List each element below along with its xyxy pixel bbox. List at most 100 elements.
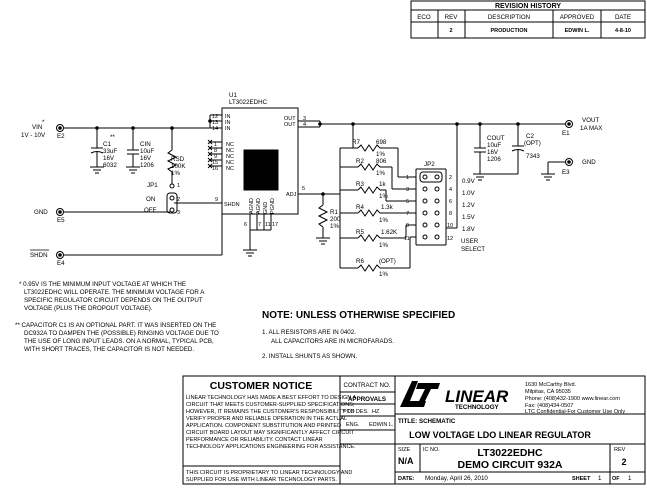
svg-text:**: ** — [110, 134, 115, 141]
rev-row-rev: 2 — [449, 28, 452, 34]
svg-text:COUT: COUT — [487, 135, 505, 142]
cin-capacitor: CIN 10uF 16V 1206 — [127, 126, 154, 169]
svg-text:SUPPLIED FOR USE WITH LINEAR T: SUPPLIED FOR USE WITH LINEAR TECHNOLOGY … — [186, 477, 337, 483]
svg-text:APPLICATION. COMPONENT SUBSTI: APPLICATION. COMPONENT SUBSTITUTION AND … — [186, 423, 341, 429]
svg-text:GND: GND — [263, 202, 269, 214]
svg-text:Phone: (408)432-1900 www.line: Phone: (408)432-1900 www.linear.com — [525, 396, 620, 402]
svg-text:6: 6 — [244, 222, 247, 228]
svg-text:806: 806 — [376, 158, 387, 165]
u1-ic: U1 LT3022EDHC 12 13 14 IN IN IN 1 8 9 15… — [207, 92, 340, 257]
svg-text:R6: R6 — [356, 258, 364, 265]
svg-text:N/A: N/A — [398, 456, 414, 466]
svg-text:Milpitas, CA 95035: Milpitas, CA 95035 — [525, 389, 571, 395]
svg-text:1.62K: 1.62K — [381, 229, 398, 236]
svg-text:1.0V: 1.0V — [462, 190, 476, 197]
svg-text:HZ: HZ — [372, 409, 380, 415]
svg-text:100K: 100K — [171, 163, 186, 170]
svg-text:GND: GND — [582, 159, 596, 166]
svg-text:10uF: 10uF — [487, 142, 501, 149]
svg-text:AGND: AGND — [249, 198, 255, 214]
svg-text:14: 14 — [212, 126, 218, 132]
svg-text:OUT: OUT — [284, 122, 296, 128]
svg-text:1: 1 — [406, 175, 409, 181]
svg-text:NC: NC — [226, 142, 234, 148]
footnotes: * 0.95V IS THE MINIMUM INPUT VOLTAGE AT … — [15, 281, 219, 353]
svg-text:NC: NC — [226, 160, 234, 166]
svg-text:(OPT): (OPT) — [524, 140, 541, 147]
rev-header-rev: REV — [445, 14, 459, 21]
resistor-ladder: R7 698 1% R2 806 1% R3 1k 1% R4 1.3k 1% … — [340, 139, 416, 278]
svg-text:VOLTAGE (PLUS THE DROPOUT VOLT: VOLTAGE (PLUS THE DROPOUT VOLTAGE). — [24, 305, 153, 312]
vin-star: * — [42, 119, 45, 126]
svg-text:E4: E4 — [57, 260, 65, 267]
svg-text:CIRCUIT THAT MEETS CUSTOMER-SU: CIRCUIT THAT MEETS CUSTOMER-SUPPLIED SPE… — [186, 402, 355, 408]
svg-text:SELECT: SELECT — [461, 246, 485, 253]
svg-text:5: 5 — [406, 199, 409, 205]
svg-text:SPECIFIC REGULATOR CIRCUIT DEP: SPECIFIC REGULATOR CIRCUIT DEPENDS ON TH… — [24, 297, 203, 304]
svg-text:2: 2 — [177, 197, 180, 203]
svg-text:CONTRACT NO.: CONTRACT NO. — [344, 382, 391, 389]
revision-title: REVISION HISTORY — [495, 3, 561, 10]
svg-text:TECHNOLOGY APPLICATIONS ENGINE: TECHNOLOGY APPLICATIONS ENGINEERING FOR … — [186, 444, 356, 450]
svg-text:1: 1 — [214, 142, 217, 148]
svg-text:10uF: 10uF — [140, 148, 154, 155]
svg-text:R2: R2 — [356, 158, 364, 165]
svg-text:TECHNOLOGY: TECHNOLOGY — [455, 404, 500, 411]
svg-text:R3: R3 — [356, 181, 364, 188]
linear-logo: LINEAR TECHNOLOGY — [400, 381, 509, 411]
svg-text:LOW VOLTAGE LDO LINEAR REGULAT: LOW VOLTAGE LDO LINEAR REGULATOR — [409, 430, 591, 440]
svg-text:200: 200 — [330, 216, 341, 223]
svg-text:E1: E1 — [562, 130, 570, 137]
svg-text:8: 8 — [214, 148, 217, 154]
svg-text:4: 4 — [449, 187, 452, 193]
svg-text:CIN: CIN — [140, 141, 151, 148]
svg-text:9: 9 — [215, 197, 218, 203]
svg-text:7343: 7343 — [526, 153, 540, 160]
svg-text:LTC Confidential-For Customer: LTC Confidential-For Customer Use Only — [525, 409, 625, 415]
svg-text:2. INSTALL SHUNTS AS SHOWN.: 2. INSTALL SHUNTS AS SHOWN. — [262, 353, 358, 360]
svg-text:* 0.95V IS THE MINIMUM INPUT V: * 0.95V IS THE MINIMUM INPUT VOLTAGE AT … — [19, 281, 186, 288]
svg-text:LINEAR: LINEAR — [445, 387, 509, 406]
svg-text:AGND: AGND — [256, 198, 262, 214]
svg-text:1.5V: 1.5V — [462, 214, 476, 221]
svg-text:THE USE OF LONG INPUT LEADS. O: THE USE OF LONG INPUT LEADS. ON A NORMAL… — [24, 338, 214, 345]
svg-text:6032: 6032 — [103, 162, 117, 169]
svg-text:6: 6 — [449, 199, 452, 205]
svg-text:ENG.: ENG. — [346, 422, 360, 428]
svg-text:PERFORMANCE OR RELIABILITY. C: PERFORMANCE OR RELIABILITY. CONTACT LINE… — [186, 437, 323, 443]
rev-row-date: 4-8-10 — [615, 28, 631, 34]
svg-text:VOUT: VOUT — [582, 117, 599, 124]
svg-text:THIS CIRCUIT IS PROPRIETARY TO: THIS CIRCUIT IS PROPRIETARY TO LINEAR TE… — [186, 470, 352, 476]
svg-text:R5: R5 — [356, 229, 364, 236]
svg-text:1%: 1% — [379, 242, 388, 249]
svg-text:13: 13 — [212, 120, 218, 126]
gnd-terminal-left: GND E5 — [34, 208, 170, 224]
svg-text:OF: OF — [612, 476, 620, 482]
svg-text:Monday, April 26, 2010: Monday, April 26, 2010 — [425, 475, 488, 482]
svg-text:1. ALL RESISTORS ARE IN 0402.: 1. ALL RESISTORS ARE IN 0402. — [262, 329, 356, 336]
svg-text:PGND: PGND — [270, 198, 276, 214]
svg-text:16: 16 — [212, 166, 218, 172]
svg-text:3: 3 — [406, 187, 409, 193]
svg-text:11: 11 — [265, 222, 271, 228]
svg-text:SIZE: SIZE — [398, 447, 411, 453]
svg-text:APPROVALS: APPROVALS — [348, 396, 386, 403]
vin-terminal: VIN * 1V - 10V E2 — [21, 119, 65, 140]
svg-text:OFF: OFF — [144, 207, 157, 214]
svg-text:Fax: (408)434-0507: Fax: (408)434-0507 — [525, 403, 573, 409]
svg-text:5: 5 — [302, 186, 305, 192]
svg-text:VERIFY PROPER AND RELIABLE OPE: VERIFY PROPER AND RELIABLE OPERATION IN … — [186, 416, 347, 422]
svg-text:1: 1 — [628, 475, 632, 482]
ground-symbol — [90, 166, 140, 174]
svg-text:** CAPACITOR C1 IS AN OPTIONAL: ** CAPACITOR C1 IS AN OPTIONAL PART. IT … — [15, 322, 216, 329]
jp1-jumper: JP1 ON OFF 1 2 3 9 — [144, 182, 222, 216]
svg-text:10: 10 — [447, 223, 453, 229]
svg-text:NC: NC — [226, 148, 234, 154]
svg-text:1%: 1% — [379, 271, 388, 278]
svg-text:1.8V: 1.8V — [462, 226, 476, 233]
svg-text:R7: R7 — [352, 139, 360, 146]
svg-text:7: 7 — [406, 211, 409, 217]
svg-text:RSD: RSD — [171, 156, 185, 163]
svg-text:WITH SHORT TRACES, THE CAPACIT: WITH SHORT TRACES, THE CAPACITOR IS NOT … — [24, 346, 194, 353]
svg-text:1%: 1% — [379, 217, 388, 224]
